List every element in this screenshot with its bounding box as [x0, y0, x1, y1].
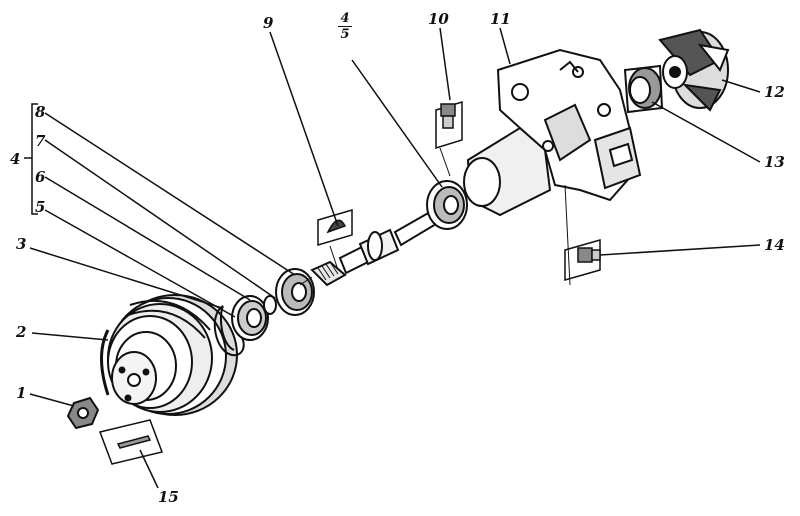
label-part-10: 10 — [428, 10, 449, 28]
label-part-6: 6 — [35, 168, 46, 186]
fraction-denominator: 5 — [340, 27, 350, 42]
pulley — [100, 294, 238, 416]
label-part-7: 7 — [35, 132, 46, 150]
label-part-5: 5 — [35, 198, 46, 216]
label-part-3: 3 — [16, 235, 27, 253]
group-bracket — [24, 103, 38, 215]
bearing-large — [275, 268, 315, 316]
label-part-14: 14 — [764, 236, 785, 254]
label-part-9: 9 — [263, 14, 274, 32]
cotter-pin — [98, 419, 164, 465]
label-part-1: 1 — [16, 384, 27, 402]
bearing-front — [426, 180, 468, 230]
fraction-numerator: 4 — [340, 11, 350, 26]
fraction-bar — [338, 26, 352, 27]
label-part-13: 13 — [764, 153, 785, 171]
label-fraction-4-5: 4 5 — [338, 12, 352, 41]
impeller — [658, 28, 730, 112]
label-part-12: 12 — [764, 83, 785, 101]
label-part-2: 2 — [16, 323, 27, 341]
castle-nut — [66, 396, 100, 430]
label-part-15: 15 — [158, 488, 179, 506]
bearing-small — [231, 295, 269, 341]
pump-housing — [463, 48, 642, 217]
label-part-4-group: 4 — [10, 150, 21, 168]
woodruff-key — [317, 208, 353, 247]
seal-ring — [263, 295, 277, 315]
drain-plug — [435, 100, 463, 150]
label-part-11: 11 — [490, 10, 511, 28]
label-part-8: 8 — [35, 103, 46, 121]
drain-fitting — [564, 239, 601, 281]
water-seal — [623, 64, 664, 114]
leader-lines — [29, 27, 761, 489]
